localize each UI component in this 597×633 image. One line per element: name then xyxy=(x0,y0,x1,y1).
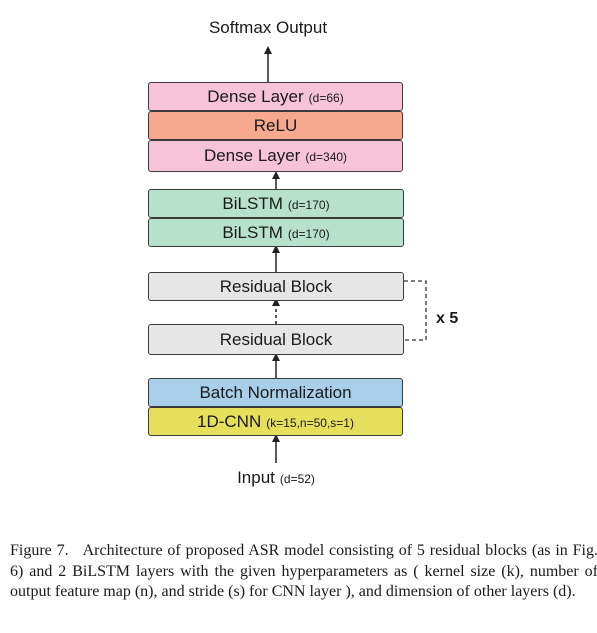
batch-normalization-label: Batch Normalization xyxy=(199,382,352,402)
bilstm-bottom-block: BiLSTM (d=170) xyxy=(148,218,404,247)
residual-block-bottom: Residual Block xyxy=(148,324,404,355)
cnn-label: 1D-CNN xyxy=(197,411,262,431)
residual-block-bottom-label: Residual Block xyxy=(219,329,333,349)
cnn-param: (k=15,n=50,s=1) xyxy=(266,415,354,430)
bilstm-top-block: BiLSTM (d=170) xyxy=(148,189,404,218)
softmax-output-label: Softmax Output xyxy=(190,18,346,38)
bilstm-top-param: (d=170) xyxy=(287,197,330,212)
dense-layer-top-block: Dense Layer (d=66) xyxy=(148,82,403,111)
architecture-diagram: Softmax Output Dense Layer (d=66) ReLU De… xyxy=(148,18,458,488)
bilstm-bottom-label: BiLSTM xyxy=(222,222,283,242)
dense-layer-bottom-block: Dense Layer (d=340) xyxy=(148,140,403,172)
bilstm-top-label: BiLSTM xyxy=(222,193,283,213)
softmax-output-text: Softmax Output xyxy=(208,18,328,37)
dense-layer-top-param: (d=66) xyxy=(308,90,344,105)
residual-block-top: Residual Block xyxy=(148,272,404,301)
input-label: Input (d=52) xyxy=(196,468,356,488)
connector-arrows xyxy=(264,46,427,463)
dense-layer-top-label: Dense Layer xyxy=(207,86,304,106)
figure-number: Figure 7. xyxy=(10,542,69,559)
relu-block: ReLU xyxy=(148,111,403,140)
batch-normalization-block: Batch Normalization xyxy=(148,378,403,407)
figure-caption: Figure 7.Architecture of proposed ASR mo… xyxy=(10,541,597,603)
bilstm-bottom-param: (d=170) xyxy=(287,226,330,241)
cnn-block: 1D-CNN (k=15,n=50,s=1) xyxy=(148,407,403,436)
figure-caption-text: Architecture of proposed ASR model consi… xyxy=(10,542,597,600)
residual-block-top-label: Residual Block xyxy=(219,276,333,296)
repeat-count-text: x 5 xyxy=(436,310,459,327)
input-param: (d=52) xyxy=(279,472,315,486)
repeat-count-label: x 5 xyxy=(436,310,458,328)
dense-layer-bottom-param: (d=340) xyxy=(305,150,348,164)
relu-label: ReLU xyxy=(253,115,298,135)
dense-layer-bottom-label: Dense Layer xyxy=(203,146,301,165)
input-text: Input xyxy=(237,468,275,487)
repeat-bracket xyxy=(404,280,427,341)
